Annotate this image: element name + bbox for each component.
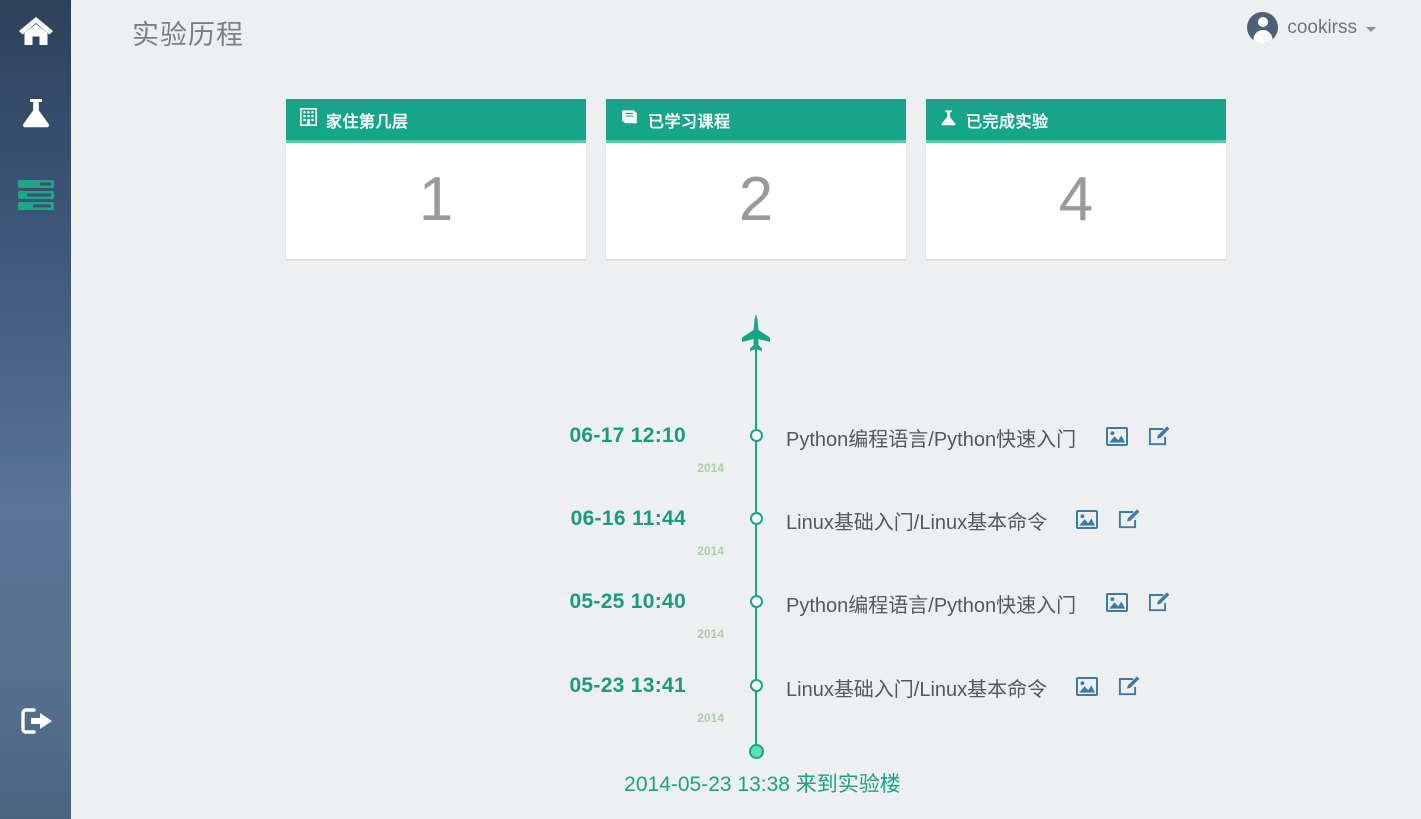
timeline-label[interactable]: Linux基础入门/Linux基本命令 — [786, 679, 1048, 701]
stat-cards: 家住第几层 1 已学习课程 2 — [286, 99, 1227, 259]
image-icon[interactable] — [1076, 676, 1098, 701]
timeline-origin-node — [749, 744, 764, 759]
stat-card-title: 家住第几层 — [326, 113, 409, 131]
flask-icon — [940, 109, 957, 131]
timeline-time: 06-16 11:44 — [570, 507, 686, 530]
timeline-actions — [1106, 426, 1170, 451]
timeline-node[interactable] — [750, 679, 763, 692]
stat-card-header: 已学习课程 — [606, 99, 906, 143]
timeline-row: 06-17 12:10 2014 Python编程语言/Python快速入门 — [0, 406, 1421, 488]
timeline-year: 2014 — [697, 711, 724, 725]
topbar: 实验历程 cookirss — [71, 0, 1421, 58]
timeline-actions — [1076, 509, 1140, 534]
timeline-axis — [755, 348, 757, 752]
home-icon — [18, 15, 54, 47]
stat-card-courses: 已学习课程 2 — [606, 99, 906, 259]
stat-card-value: 2 — [738, 164, 774, 234]
edit-icon[interactable] — [1118, 509, 1140, 534]
sidebar-item-lab[interactable] — [0, 82, 71, 144]
timeline-node[interactable] — [750, 512, 763, 525]
timeline-row: 06-16 11:44 2014 Linux基础入门/Linux基本命令 — [0, 489, 1421, 571]
stat-card-body: 4 — [926, 143, 1226, 256]
fighter-jet-icon — [737, 314, 775, 361]
logout-icon — [18, 705, 54, 737]
edit-icon[interactable] — [1118, 676, 1140, 701]
sidebar — [0, 0, 71, 819]
edit-icon[interactable] — [1148, 426, 1170, 451]
sidebar-item-logout[interactable] — [0, 690, 71, 752]
timeline-row: 05-25 10:40 2014 Python编程语言/Python快速入门 — [0, 572, 1421, 654]
user-avatar-icon — [1247, 12, 1279, 43]
timeline-time: 05-25 10:40 — [569, 590, 686, 613]
image-icon[interactable] — [1076, 509, 1098, 534]
timeline-label[interactable]: Python编程语言/Python快速入门 — [786, 429, 1077, 451]
edit-icon[interactable] — [1148, 592, 1170, 617]
sidebar-item-courses[interactable] — [0, 164, 71, 226]
stat-card-title: 已学习课程 — [648, 113, 731, 131]
timeline-year: 2014 — [697, 627, 724, 641]
timeline-node[interactable] — [750, 429, 763, 442]
server-icon — [17, 179, 54, 211]
chevron-down-icon — [1366, 26, 1376, 32]
building-icon — [300, 108, 317, 131]
timeline-row: 05-23 13:41 2014 Linux基础入门/Linux基本命令 — [0, 656, 1421, 738]
stat-card-header: 家住第几层 — [286, 99, 586, 143]
stat-card-body: 2 — [606, 143, 906, 256]
flask-icon — [19, 96, 53, 130]
book-icon — [620, 109, 639, 130]
timeline-node[interactable] — [750, 595, 763, 608]
image-icon[interactable] — [1106, 426, 1128, 451]
page-title: 实验历程 — [132, 20, 244, 50]
stat-card-title: 已完成实验 — [966, 113, 1049, 131]
timeline-origin-text: 2014-05-23 13:38 来到实验楼 — [624, 773, 901, 796]
stat-card-body: 1 — [286, 143, 586, 256]
timeline-label[interactable]: Linux基础入门/Linux基本命令 — [786, 512, 1048, 534]
timeline: 06-17 12:10 2014 Python编程语言/Python快速入门 — [0, 300, 1421, 819]
timeline-actions — [1076, 676, 1140, 701]
stat-card-value: 4 — [1058, 164, 1094, 234]
user-name: cookirss — [1287, 16, 1357, 38]
timeline-time: 06-17 12:10 — [569, 424, 686, 447]
stat-card-header: 已完成实验 — [926, 99, 1226, 143]
stat-card-value: 1 — [418, 164, 454, 234]
timeline-year: 2014 — [697, 461, 724, 475]
user-menu[interactable]: cookirss — [1247, 12, 1376, 43]
image-icon[interactable] — [1106, 592, 1128, 617]
stat-card-floor: 家住第几层 1 — [286, 99, 586, 259]
timeline-year: 2014 — [697, 544, 724, 558]
stat-card-experiments: 已完成实验 4 — [926, 99, 1226, 259]
timeline-time: 05-23 13:41 — [569, 674, 686, 697]
timeline-actions — [1106, 592, 1170, 617]
sidebar-item-home[interactable] — [0, 0, 71, 62]
timeline-label[interactable]: Python编程语言/Python快速入门 — [786, 595, 1077, 617]
